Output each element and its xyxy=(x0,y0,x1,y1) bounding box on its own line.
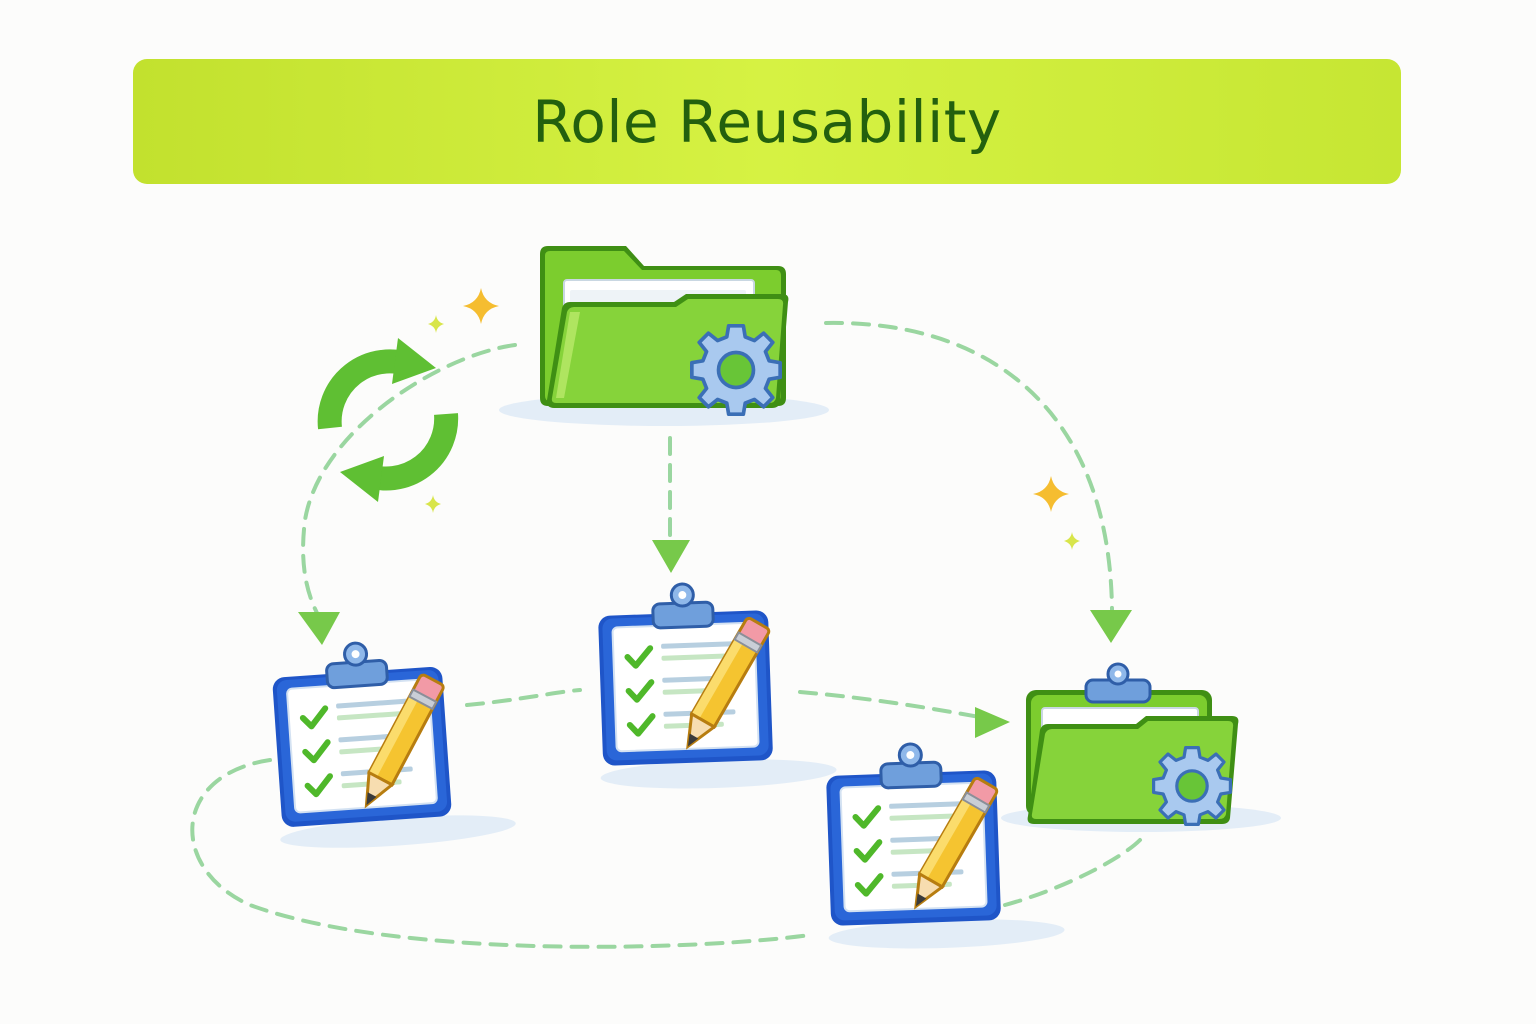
playbook-left xyxy=(267,633,517,854)
playbook-center xyxy=(594,579,837,792)
sparkle-icon xyxy=(428,315,444,333)
arrow-to-target-folder-side xyxy=(975,707,1010,738)
page-title: Role Reusability xyxy=(532,87,1002,156)
connection-lines xyxy=(190,320,1142,949)
arrowheads xyxy=(298,540,1132,738)
sparkle-icon xyxy=(463,288,499,324)
sparkles xyxy=(425,288,1080,550)
sparkle-icon xyxy=(425,495,441,513)
refresh-cycle-icon xyxy=(317,338,459,502)
sparkle-icon xyxy=(1064,532,1080,550)
arrow-to-target-folder xyxy=(1090,610,1132,643)
role-folder-target xyxy=(1001,662,1281,832)
role-folder-source xyxy=(499,246,829,426)
arrow-to-center-playbook xyxy=(652,540,690,573)
title-banner: Role Reusability xyxy=(133,59,1401,184)
arrow-to-left-playbook xyxy=(298,612,340,645)
sparkle-icon xyxy=(1033,476,1069,512)
